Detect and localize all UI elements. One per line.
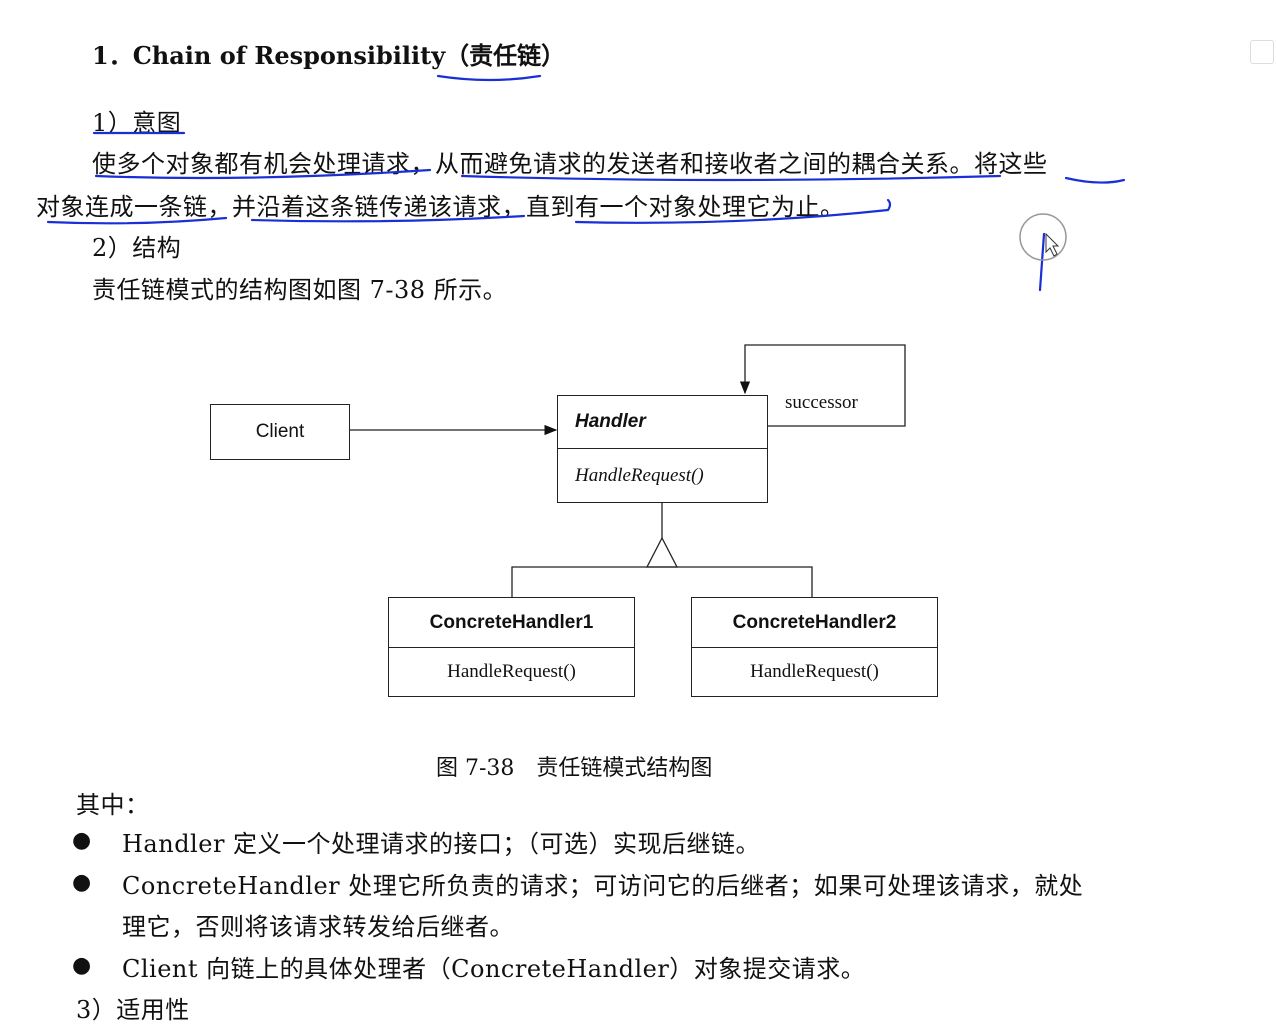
underline-intent-1b xyxy=(460,174,1002,182)
structure-text: 责任链模式的结构图如图 7-38 所示。 xyxy=(92,276,508,304)
bullet-marker: ● xyxy=(72,828,92,853)
concrete-handler-2-name: ConcreteHandler2 xyxy=(692,598,937,648)
concrete-handler-2-method: HandleRequest() xyxy=(750,661,879,682)
handler-method: HandleRequest() xyxy=(575,464,704,486)
concrete-handler-1-method: HandleRequest() xyxy=(447,661,576,682)
underline-heading xyxy=(436,74,542,82)
client-class-name: Client xyxy=(255,421,305,442)
successor-label: successor xyxy=(785,392,858,413)
pen-strokes xyxy=(46,74,1126,292)
bullet-handler: Handler 定义一个处理请求的接口；（可选）实现后继链。 xyxy=(122,830,761,858)
intent-line-2: 对象连成一条链，并沿着这条链传递该请求，直到有一个对象处理它为止。 xyxy=(36,193,845,221)
underline-intent-2a xyxy=(46,216,228,225)
intent-line-1: 使多个对象都有机会处理请求，从而避免请求的发送者和接收者之间的耦合关系。将这些 xyxy=(92,150,1048,178)
figure-caption: 图 7-38 责任链模式结构图 xyxy=(436,756,713,781)
underline-intent-1a xyxy=(94,168,432,180)
structure-title: 2）结构 xyxy=(92,234,182,262)
bullet-client: Client 向链上的具体处理者（ConcreteHandler）对象提交请求。 xyxy=(122,955,866,983)
bullet-concrete-handler-cont: 理它，否则将该请求转发给后继者。 xyxy=(122,913,514,941)
underline-intent-2b xyxy=(250,214,526,223)
handler-class-box: Handler HandleRequest() xyxy=(557,395,768,503)
bullet-marker: ● xyxy=(72,870,92,895)
cursor-circle-icon xyxy=(1019,213,1067,261)
pen-vertical-stroke xyxy=(1038,232,1046,292)
applicability-title: 3）适用性 xyxy=(76,996,190,1024)
underline-intent-1c xyxy=(1064,176,1126,184)
among-label: 其中： xyxy=(76,791,150,819)
concrete-handler-1-name: ConcreteHandler1 xyxy=(389,598,634,648)
concrete-handler-1-box: ConcreteHandler1 HandleRequest() xyxy=(388,597,635,697)
section-heading: 1．Chain of Responsibility（责任链） xyxy=(92,41,566,70)
underline-intent-2c xyxy=(574,198,892,224)
handler-class-name: Handler xyxy=(558,396,767,449)
successor-loop xyxy=(739,344,906,427)
window-corner-icon[interactable] xyxy=(1250,40,1274,64)
concrete-handler-2-box: ConcreteHandler2 HandleRequest() xyxy=(691,597,938,697)
client-class-box: Client xyxy=(210,404,350,460)
pen-cursor-icon xyxy=(1045,232,1060,257)
bullet-concrete-handler: ConcreteHandler 处理它所负责的请求；可访问它的后继者；如果可处理… xyxy=(122,872,1084,900)
bullet-marker: ● xyxy=(72,953,92,978)
